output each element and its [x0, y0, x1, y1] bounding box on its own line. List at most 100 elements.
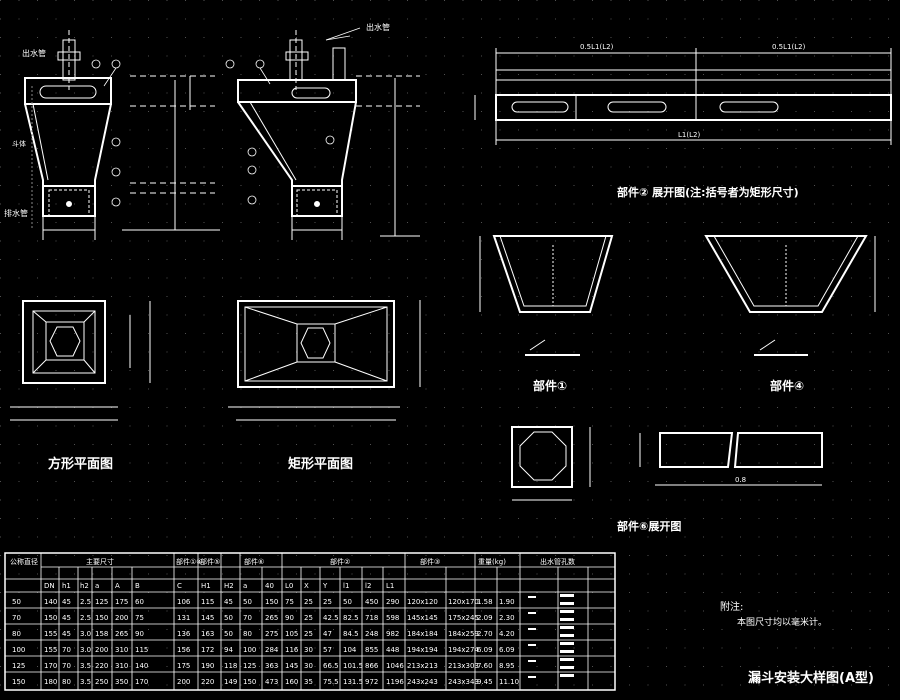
table-cell: 120x170 — [448, 598, 479, 606]
table-cell: 190 — [201, 662, 214, 670]
table-subheader-cell: X — [304, 582, 309, 590]
table-cell: 972 — [365, 678, 378, 686]
table-cell: 6.09 — [477, 646, 493, 654]
outlet-pipe-right-label: 出水管 — [366, 22, 390, 32]
table-cell: 116 — [285, 646, 299, 654]
table-cell: 125 — [95, 598, 108, 606]
table-cell: 80 — [62, 678, 71, 686]
table-cell: 172 — [201, 646, 214, 654]
table-header-part3: 部件③ — [420, 557, 440, 566]
table-cell: 30 — [304, 646, 313, 654]
table-cell: 290 — [386, 598, 399, 606]
table-cell: 145 — [201, 614, 214, 622]
part1-view — [479, 235, 614, 356]
table-header-dn: 公称直径 — [10, 557, 38, 566]
table-cell: 1.90 — [499, 598, 515, 606]
part6-unfold-title: 部件⑥展开图 — [617, 519, 681, 533]
table-cell: 70 — [243, 614, 252, 622]
table-cell: 145x145 — [407, 614, 438, 622]
table-cell: 66.5 — [323, 662, 339, 670]
square-plan-view — [10, 300, 151, 421]
table-cell: 125 — [243, 662, 256, 670]
table-header-part14: 部件①④ — [176, 557, 203, 566]
table-cell: 866 — [365, 662, 379, 670]
table-subheader-cell: B — [135, 582, 140, 590]
table-cell: 115 — [135, 646, 148, 654]
table-subheader-cell: C — [177, 582, 182, 590]
table-subheader-cell: L0 — [285, 582, 293, 590]
table-cell: 450 — [365, 598, 378, 606]
table-subheader-cell: H1 — [201, 582, 211, 590]
table-cell: 310 — [115, 646, 128, 654]
table-cell: 50 — [343, 598, 352, 606]
table-cell: 448 — [386, 646, 399, 654]
table-cell: 150 — [95, 614, 108, 622]
table-cell: 42.5 — [323, 614, 339, 622]
table-cell: 80 — [243, 630, 252, 638]
part6-dim-width: 0.8 — [735, 476, 746, 484]
table-cell: 2.70 — [477, 630, 493, 638]
view-title-texts: 方形平面图 矩形平面图 部件② 展开图(注:括号者为矩形尺寸) 部件① 部件④ … — [48, 185, 874, 686]
table-cell: 105 — [285, 630, 298, 638]
table-cell: 50 — [12, 598, 21, 606]
table-subheader-cell: a — [243, 582, 247, 590]
table-cell: 200 — [115, 614, 128, 622]
table-cell: 3.0 — [80, 646, 91, 654]
table-cell: 156 — [177, 646, 191, 654]
table-cell: 45 — [62, 598, 71, 606]
part2-unfold-title: 部件② 展开图(注:括号者为矩形尺寸) — [617, 185, 799, 199]
table-cell: 30 — [304, 662, 313, 670]
table-cell: 250 — [95, 678, 108, 686]
table-subheader-cell: 40 — [265, 582, 274, 590]
table-cell: 855 — [365, 646, 378, 654]
part-number-balloons — [91, 27, 361, 207]
table-cell: 100 — [12, 646, 25, 654]
table-cell: 2.5 — [80, 614, 91, 622]
table-subheader-cell: l2 — [365, 582, 371, 590]
table-cell: 145 — [285, 662, 298, 670]
table-cell: 473 — [265, 678, 278, 686]
table-subheader-cell: L1 — [386, 582, 394, 590]
table-cell: 101.5 — [343, 662, 363, 670]
table-cell: 115 — [201, 598, 214, 606]
table-cell: 175 — [115, 598, 128, 606]
table-cell: 3.5 — [80, 662, 91, 670]
outlet-hole-bars — [528, 594, 574, 678]
funnel-wall-label: 斗体 — [12, 139, 26, 148]
table-cell: 275 — [265, 630, 278, 638]
table-cell: 82.5 — [343, 614, 359, 622]
table-cell: 125 — [12, 662, 25, 670]
rect-plan-title: 矩形平面图 — [287, 456, 353, 472]
table-cell: 8.95 — [499, 662, 515, 670]
table-subheader-cell: DN — [44, 582, 55, 590]
table-cell: 598 — [386, 614, 399, 622]
part4-view — [704, 235, 876, 356]
table-cell: 104 — [343, 646, 357, 654]
table-header-part5: 部件⑤ — [200, 557, 220, 566]
table-cell: 149 — [224, 678, 237, 686]
table-subheader-cell: Y — [322, 582, 328, 590]
table-cell: 363 — [265, 662, 278, 670]
notes-heading: 附注: — [720, 600, 743, 613]
table-cell: 120x120 — [407, 598, 438, 606]
table-cell: 1046 — [386, 662, 404, 670]
table-subheader-cell: H2 — [224, 582, 234, 590]
table-subheader-cell: h1 — [62, 582, 71, 590]
table-cell: 150 — [243, 678, 256, 686]
table-cell: 184x259 — [448, 630, 479, 638]
table-cell: 57 — [323, 646, 332, 654]
table-cell: 106 — [177, 598, 191, 606]
table-cell: 982 — [386, 630, 399, 638]
table-cell: 3.5 — [80, 678, 91, 686]
rect-plan-view — [228, 300, 421, 421]
table-cell: 155 — [44, 646, 57, 654]
table-cell: 158 — [95, 630, 108, 638]
table-cell: 150 — [44, 614, 57, 622]
table-cell: 60 — [135, 598, 144, 606]
table-cell: 75 — [135, 614, 144, 622]
table-cell: 2.5 — [80, 598, 91, 606]
table-cell: 213x303 — [448, 662, 479, 670]
table-cell: 4.20 — [499, 630, 515, 638]
table-cell: 140 — [135, 662, 148, 670]
